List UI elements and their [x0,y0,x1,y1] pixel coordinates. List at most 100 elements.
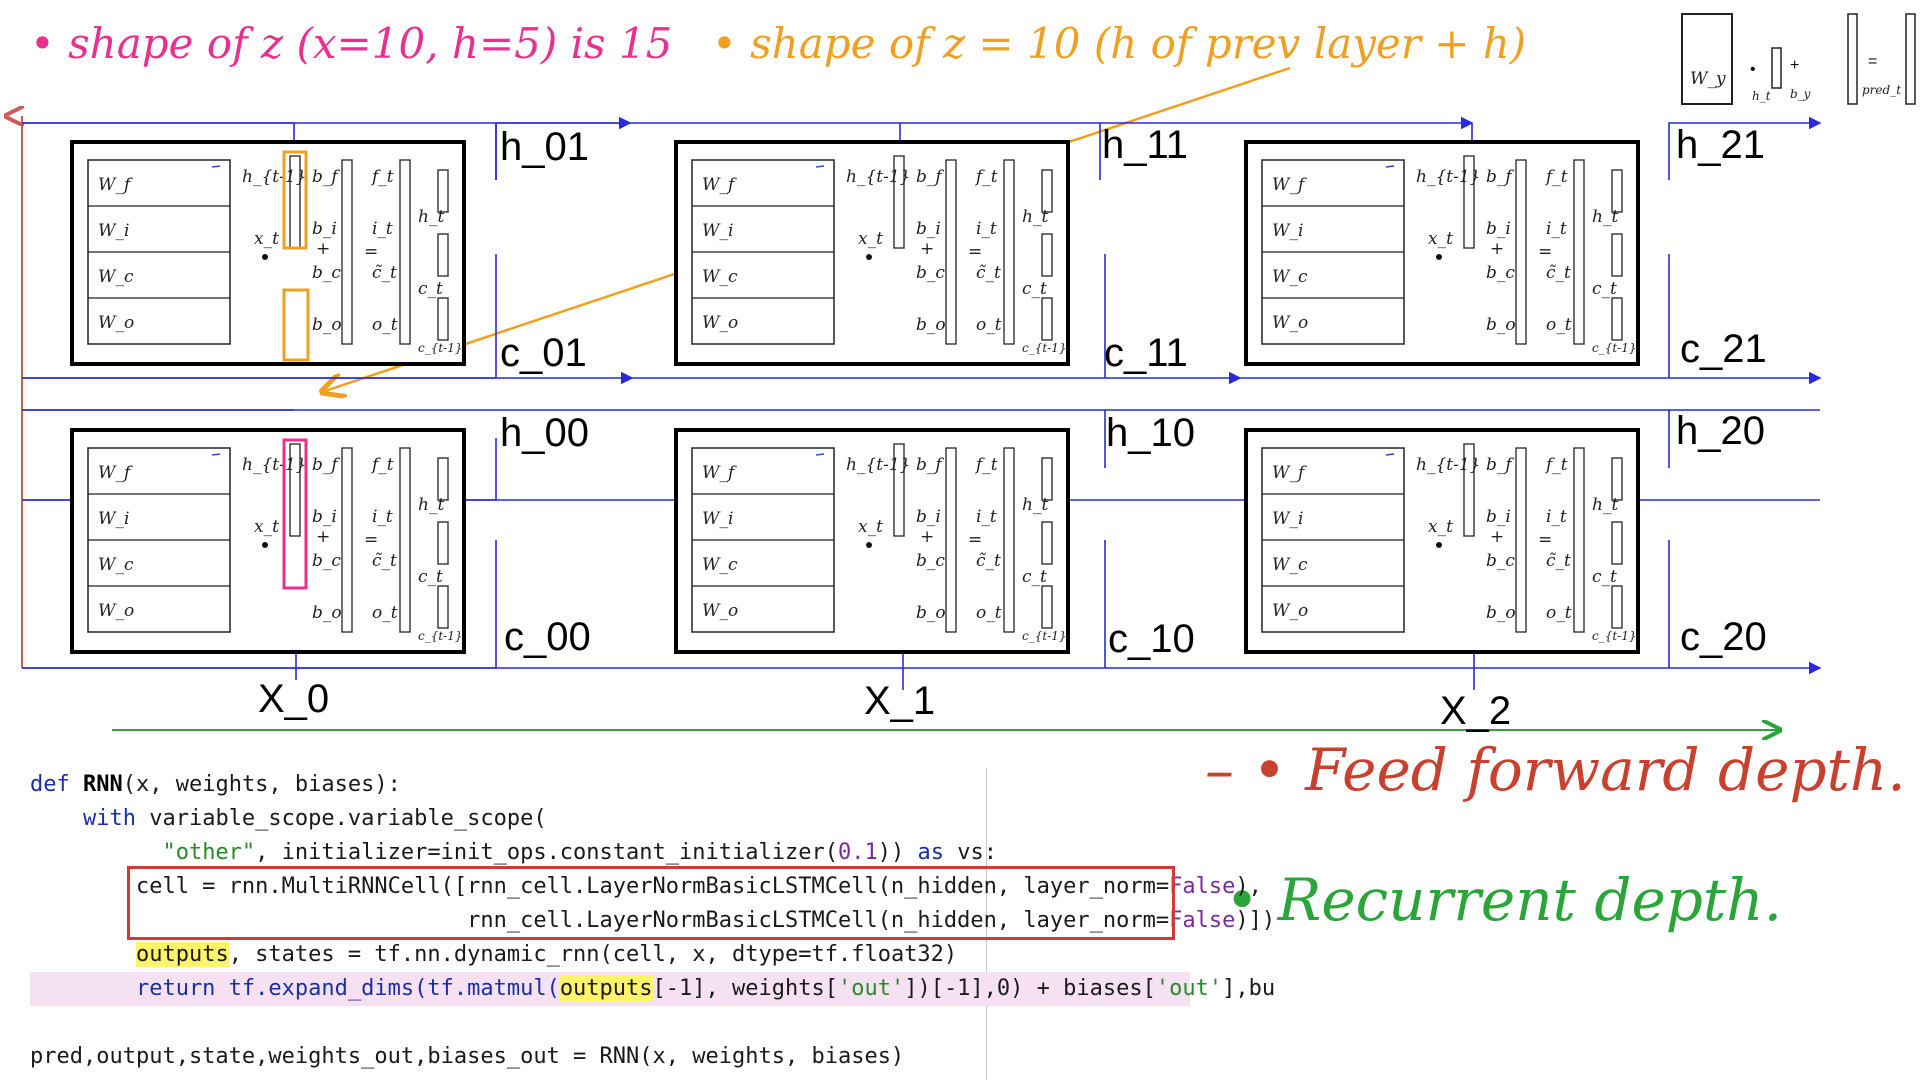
gate-ct: c̃_t [372,551,397,571]
bias-bc: b_c [1486,263,1515,283]
out-ht: h_t [1022,495,1048,515]
eq-ht: h_t [1752,89,1771,103]
gate-it: i_t [1546,507,1567,527]
code-token: (x, weights, biases): [122,772,401,797]
gate-ct: c̃_t [372,263,397,283]
code-token: ],bu [1222,976,1276,1001]
code-token [30,942,136,967]
bias-bi: b_i [916,507,941,527]
code-token: return tf.expand_dims(tf.matmul( [30,976,560,1001]
bias-bo: b_o [916,603,946,623]
gate-ct: c̃_t [976,551,1001,571]
weight-wf: W_f [1272,175,1307,195]
code-token: ])[-1],0) + biases[ [904,976,1156,1001]
weight-wi: W_i [702,221,733,241]
gate-eq: = [364,242,378,262]
code-token: , initializer=init_ops.constant_initiali… [255,840,838,865]
label-c11: c_11 [1104,331,1188,375]
code-line-1: def RNN(x, weights, biases): [30,768,1190,802]
out-ct-1: c_{t-1} [1592,629,1637,643]
weight-wi: W_i [702,509,733,529]
out-ht: h_t [418,495,444,515]
out-ct: c_t [1592,567,1617,587]
label-h00: h_00 [500,411,589,455]
bias-bo: b_o [1486,315,1516,335]
gate-it: i_t [1546,219,1567,239]
gate-ot: o_t [1546,315,1572,335]
bias-bi: b_i [312,507,337,527]
bias-bc: b_c [312,263,341,283]
h-prev-label: h_{t-1} [846,167,910,187]
bias-bi: b_i [916,219,941,239]
out-ct-1: c_{t-1} [1022,341,1067,355]
weight-wc: W_c [702,555,738,575]
multirnn-cell-highlight [127,866,1175,940]
code-token: vs: [943,840,997,865]
lstm-cell-layer1-t2: W_f W_i W_c W_o h_{t-1} x_t b_f b_i + b_… [1244,140,1640,366]
code-token: 'out' [837,976,905,1001]
bias-bf: b_f [916,455,944,475]
gate-ft: f_t [370,455,394,475]
annotation-recurrent-depth: • Recurrent depth. [1225,866,1782,934]
lstm-cell-layer1-t1: W_f W_i W_c W_o h_{t-1} x_t b_f b_i + b_… [674,140,1070,366]
weight-wi: W_i [1272,509,1303,529]
weight-wo: W_o [98,313,134,333]
code-line-6: outputs, states = tf.nn.dynamic_rnn(cell… [30,938,1190,972]
weight-wo: W_o [702,601,738,621]
label-c01: c_01 [500,331,587,375]
bias-bc: b_c [312,551,341,571]
lstm-cell-layer0-t2: W_f W_i W_c W_o h_{t-1} x_t b_f b_i + b_… [1244,428,1640,654]
out-ht: h_t [418,207,444,227]
bias-plus: + [920,527,934,547]
x-t-label: x_t [1428,229,1453,249]
h-prev-highlight [282,150,308,250]
lstm-cell-layer1-t0: W_f W_i W_c W_o h_{t-1} x_t b_f b_i + b_… [70,140,466,366]
x-t-label: x_t [858,517,883,537]
bias-plus: + [920,239,934,259]
gate-ot: o_t [1546,603,1572,623]
eq-dot: • [1750,61,1756,78]
bias-bf: b_f [916,167,944,187]
bias-bf: b_f [312,455,340,475]
out-ct: c_t [418,567,443,587]
lstm-cell-layer0-t1: W_f W_i W_c W_o h_{t-1} x_t b_f b_i + b_… [674,428,1070,654]
gate-ct: c̃_t [976,263,1001,283]
code-token: outputs [135,942,229,967]
out-ct-1: c_{t-1} [1592,341,1637,355]
eq-equals: = [1868,53,1877,70]
gate-it: i_t [372,219,393,239]
out-ct: c_t [1022,567,1047,587]
h-prev-label: h_{t-1} [242,455,306,475]
eq-plus: + [1790,57,1799,74]
code-token: def [30,772,83,797]
code-token: cell = rnn.MultiRNNCell([rnn_cell.LayerN… [30,874,1170,899]
out-ht: h_t [1022,207,1048,227]
weight-wf: W_f [702,463,737,483]
out-ct: c_t [1022,279,1047,299]
bias-bf: b_f [1486,455,1514,475]
bias-bc: b_c [1486,551,1515,571]
output-equation: W_y • h_t + b_y = pred_t [1681,13,1916,105]
code-line-2: with variable_scope.variable_scope( [30,802,1190,836]
out-ct: c_t [1592,279,1617,299]
gate-ot: o_t [372,603,398,623]
code-token: outputs [559,976,653,1001]
code-token: 0.1 [837,840,878,865]
bias-bi: b_i [312,219,337,239]
code-token: )]) [1235,908,1276,933]
bias-plus: + [316,239,330,259]
gate-ft: f_t [1544,167,1568,187]
gate-ot: o_t [976,603,1002,623]
bias-bf: b_f [312,167,340,187]
code-token: rnn_cell.LayerNormBasicLSTMCell(n_hidden… [30,908,1170,933]
gate-ot: o_t [976,315,1002,335]
code-line-3: "other", initializer=init_ops.constant_i… [30,836,1190,870]
code-line-4: cell = rnn.MultiRNNCell([rnn_cell.LayerN… [30,870,1262,904]
code-token: [-1], weights[ [652,976,838,1001]
eq-wy: W_y [1690,69,1726,89]
gate-it: i_t [372,507,393,527]
bias-bo: b_o [312,315,342,335]
code-editor[interactable]: def RNN(x, weights, biases): with variab… [30,768,1275,1080]
bias-bc: b_c [916,551,945,571]
